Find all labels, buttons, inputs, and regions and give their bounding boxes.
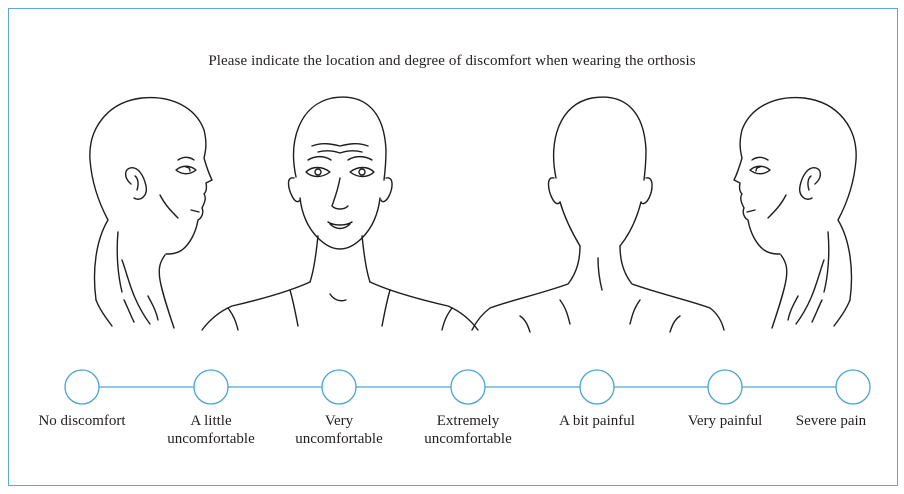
- scale-label-3: Very uncomfortable: [280, 412, 398, 448]
- scale-option-1[interactable]: [65, 370, 99, 404]
- scale-label-4: Extremely uncomfortable: [409, 412, 527, 448]
- scale-option-2[interactable]: [194, 370, 228, 404]
- scale-label-7: Severe pain: [766, 412, 896, 430]
- scale-label-2: A little uncomfortable: [152, 412, 270, 448]
- scale-label-5: A bit painful: [538, 412, 656, 430]
- scale-label-1: No discomfort: [17, 412, 147, 430]
- scale-option-4[interactable]: [451, 370, 485, 404]
- scale-option-3[interactable]: [322, 370, 356, 404]
- scale-option-5[interactable]: [580, 370, 614, 404]
- discomfort-scale: [0, 0, 904, 420]
- scale-option-6[interactable]: [708, 370, 742, 404]
- scale-option-7[interactable]: [836, 370, 870, 404]
